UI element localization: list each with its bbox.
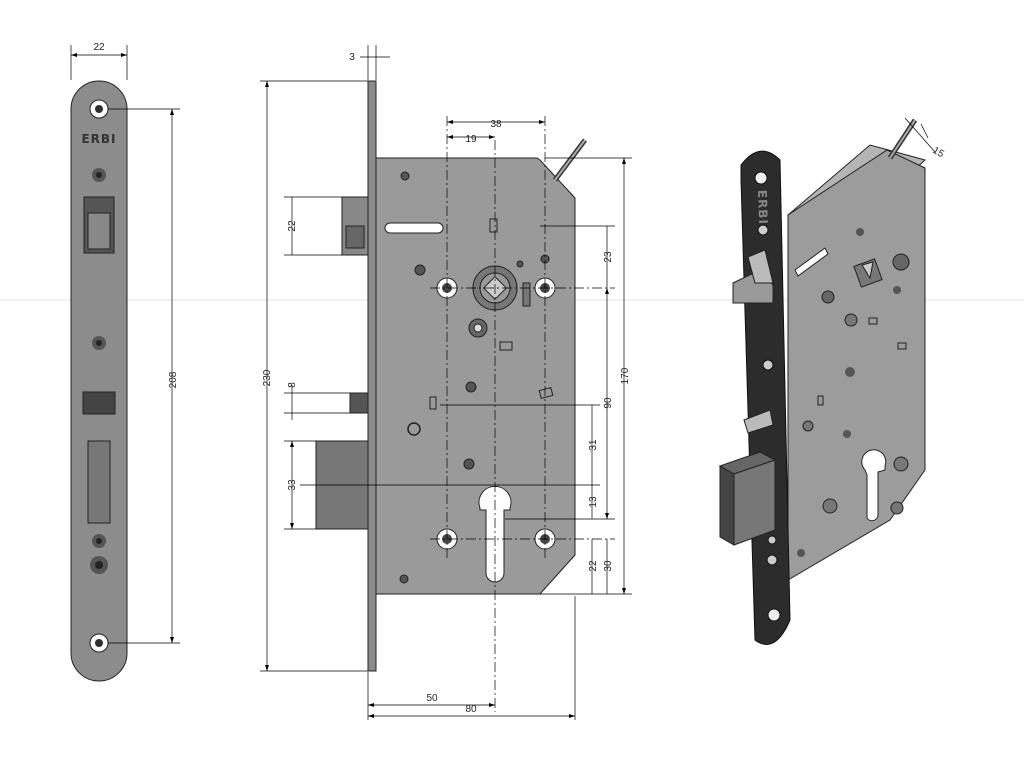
guide-slot <box>384 222 444 234</box>
faceplate-front-view: ERBI 22 208 <box>70 42 180 682</box>
dim-spindle-to-cylinder: 90 <box>603 397 614 409</box>
dim-cyl-13: 13 <box>588 496 599 508</box>
iso-case-face <box>787 149 926 581</box>
side-faceplate <box>367 80 377 672</box>
dim-overall-height: 230 <box>262 369 273 386</box>
dim-cyl-22: 22 <box>588 560 599 572</box>
dim-faceplate-thickness: 3 <box>349 52 355 63</box>
dim-latch-height: 22 <box>287 220 298 232</box>
dim-spindle-19: 19 <box>465 134 477 145</box>
dim-cable: 15 <box>931 145 947 160</box>
brand-logo: ERBI <box>81 132 116 146</box>
dim-cyl-31: 31 <box>588 439 599 451</box>
dim-spindle-23: 23 <box>603 251 614 263</box>
dim-aux-latch-height: 8 <box>287 382 298 388</box>
lock-side-view: 3 230 22 8 33 19 38 <box>260 45 632 720</box>
iso-aux-latch <box>743 409 774 434</box>
euro-cylinder-cutout <box>478 486 512 583</box>
aux-latch-opening <box>82 391 116 415</box>
iso-brand-logo: ERBI <box>755 190 770 226</box>
dim-spindle-38: 38 <box>490 119 502 130</box>
aux-latch <box>349 392 369 414</box>
lock-isometric-view: ERBI 15 <box>718 117 947 645</box>
dim-faceplate-width: 22 <box>93 42 105 53</box>
dim-backset: 50 <box>426 693 438 704</box>
iso-deadbolt <box>719 465 735 546</box>
dim-case-depth: 80 <box>465 704 477 715</box>
iso-cylinder-cutout <box>861 449 887 522</box>
deadbolt-opening <box>87 440 111 524</box>
dim-cyl-30: 30 <box>603 560 614 572</box>
dim-hole-spacing: 208 <box>168 371 179 388</box>
dim-deadbolt-height: 33 <box>287 479 298 491</box>
dim-case-height: 170 <box>620 367 631 384</box>
